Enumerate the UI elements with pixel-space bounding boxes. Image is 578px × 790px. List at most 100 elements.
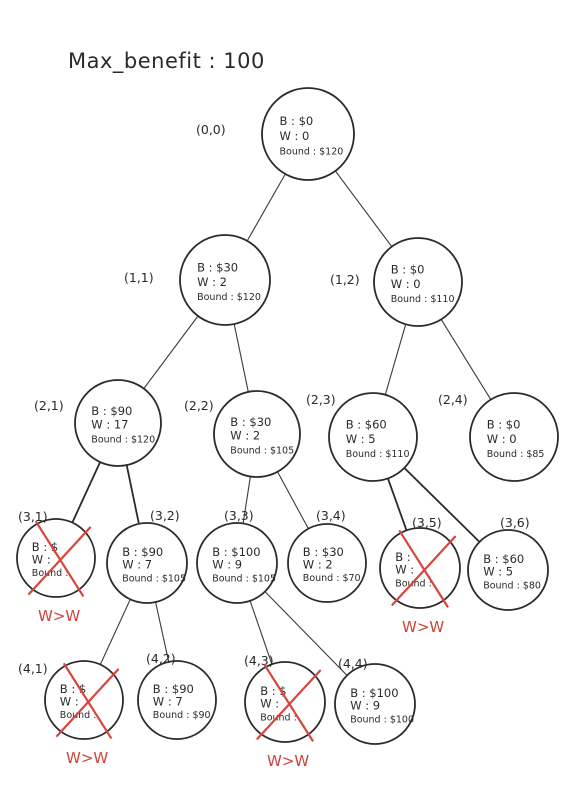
node-benefit: B : $60 [483,552,524,566]
node-circle [213,390,301,478]
node-circle [44,660,124,740]
node-circle [287,523,367,603]
prune-cross-stroke [256,669,322,740]
tree-node-3_1: (3,1)B : $W :Bound :W>W [16,509,96,625]
node-weight: W : 2 [230,429,260,443]
node-bound: Bound : $100 [350,714,414,725]
node-circle [328,392,418,482]
prune-reason: W>W [38,607,80,625]
node-benefit: B : $ [32,540,58,554]
node-benefit: B : $90 [91,404,132,418]
node-index-label: (1,2) [330,272,360,287]
node-circle [137,660,217,740]
prune-cross-stroke [28,526,92,596]
node-circle [373,237,463,327]
node-benefit: B : $ [60,682,86,696]
node-circle [334,663,416,745]
edge-2_2-to-3_3 [242,476,251,524]
node-weight: W : 0 [391,277,421,291]
node-index-label: (2,4) [438,392,468,407]
node-index-label: (0,0) [196,122,226,137]
node-bound: Bound : $85 [487,449,545,460]
node-index-label: (2,3) [306,392,336,407]
prune-cross-stroke [398,530,449,608]
edge-3_3-to-4_4 [264,591,348,676]
edge-2_3-to-3_5 [387,478,408,531]
node-weight: W : [32,553,51,567]
node-bound: Bound : $70 [303,573,361,584]
prune-cross-stroke [263,664,314,742]
node-index-label: (3,4) [316,508,346,523]
node-index-label: (4,3) [244,653,274,668]
node-benefit: B : $30 [197,260,238,274]
node-bound: Bound : $105 [230,446,294,457]
edge-0_0-to-1_2 [334,170,393,248]
node-weight: W : 9 [212,558,242,572]
node-circle [196,522,278,604]
node-weight: W : 9 [350,699,380,713]
node-benefit: B : $90 [153,682,194,696]
prune-reason: W>W [66,749,108,767]
node-circle [106,522,188,604]
node-bound: Bound : $110 [346,449,410,460]
edge-1_1-to-2_1 [143,315,199,389]
node-bound: Bound : $120 [280,147,344,158]
edge-3_2-to-4_1 [99,599,131,665]
edge-2_1-to-3_1 [71,461,101,523]
node-weight: W : [260,697,279,711]
node-benefit: B : $90 [122,545,163,559]
node-weight: W : 7 [122,558,152,572]
node-bound: Bound : [260,712,297,723]
node-index-label: (4,2) [146,651,176,666]
node-bound: Bound : $105 [212,573,276,584]
node-weight: W : 5 [483,565,513,579]
node-index-label: (3,2) [150,508,180,523]
edge-2_2-to-3_4 [277,471,309,529]
node-circle [469,392,559,482]
node-circle [16,518,96,598]
prune-reason: W>W [402,618,444,636]
node-benefit: B : $100 [212,545,260,559]
tree-node-3_5: (3,5) B :W :Bound : W>W [379,515,461,636]
node-index-label: (2,2) [184,398,214,413]
node-benefit: B : [395,550,410,564]
node-benefit: B : $30 [230,415,271,429]
edge-2_1-to-3_2 [125,464,140,524]
max-benefit-title: Max_benefit : 100 [68,49,265,74]
node-weight: W : [395,563,414,577]
edge-2_3-to-3_6 [403,467,481,543]
edge-1_2-to-2_3 [384,324,407,395]
node-bound: Bound : $80 [483,580,541,591]
edges-layer [71,170,492,676]
node-index-label: (3,6) [500,515,530,530]
node-benefit: B : $100 [350,686,398,700]
node-benefit: B : $30 [303,545,344,559]
node-circle [74,379,162,467]
prune-cross-stroke [55,668,120,738]
edge-0_0-to-1_1 [246,173,286,242]
node-circle [261,87,355,181]
node-weight: W : 2 [197,275,227,289]
node-bound: Bound : $120 [197,292,261,303]
node-bound: Bound : [395,578,432,589]
node-circle [244,661,326,743]
node-weight: W : [60,695,79,709]
node-index-label: (4,4) [338,656,368,671]
prune-reason: W>W [267,752,309,770]
edge-3_3-to-4_3 [249,600,273,665]
node-index-label: (3,5) [412,515,442,530]
node-weight: W : 0 [487,432,517,446]
node-circle [179,234,271,326]
